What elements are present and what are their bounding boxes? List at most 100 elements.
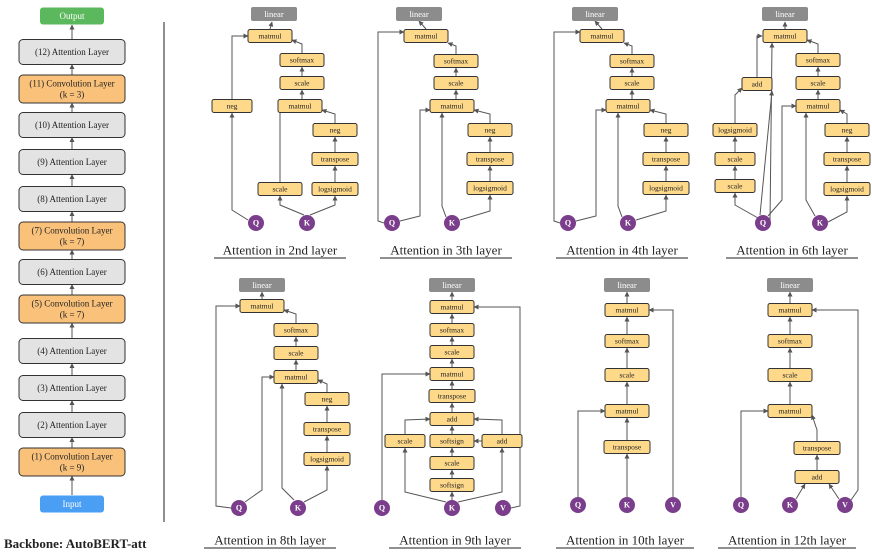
diag-0-transpose-shape <box>311 152 359 166</box>
backbone-layer-2-label-0: (2) Attention Layer <box>37 420 106 430</box>
backbone-layer-12-label-0: (12) Attention Layer <box>35 47 109 57</box>
diag-7-matmul2-label: matmul <box>779 407 802 416</box>
edge-arrow <box>827 195 850 223</box>
diag-5-matmul1: matmul <box>429 300 475 314</box>
diag-0-node-q-label: Q <box>253 219 259 228</box>
diag-3-node-k-circle <box>812 215 828 231</box>
backbone-layer-8: (8) Attention Layer <box>18 186 126 212</box>
diag-0-scale-shape <box>279 76 325 90</box>
diag-2-softmax-label: softmax <box>620 57 644 66</box>
diag-0-softmax: softmax <box>279 53 325 67</box>
input-box: Input <box>40 495 104 513</box>
diag-7-node-k-label: K <box>787 501 794 510</box>
edge-arrow <box>649 108 667 123</box>
edge-arrow <box>215 303 241 509</box>
backbone-layer-11-label-1: (k = 3) <box>60 90 85 100</box>
diag-6-node-q: Q <box>570 497 586 513</box>
diag-4-matmul2-shape <box>273 370 319 384</box>
diag-2-node-q-circle <box>560 215 576 231</box>
diag-7-linear: linear <box>767 278 813 292</box>
diag-3-node-q-circle <box>755 215 771 231</box>
diag-5-softmax: softmax <box>429 323 475 337</box>
diag-2-node-k-circle <box>620 215 636 231</box>
diag-4-logsigmoid: logsigmoid <box>303 452 351 466</box>
diag-2-node-k: K <box>620 215 636 231</box>
diag-5-linear-shape <box>429 278 475 292</box>
diag-0-neg1-label: neg <box>227 102 238 111</box>
diag-7-matmul2-shape <box>767 404 813 418</box>
diag-0-matmul1-shape <box>247 29 293 43</box>
backbone-layer-10-shape <box>18 112 126 138</box>
diag-4-linear: linear <box>239 278 285 292</box>
backbone-layer-3: (3) Attention Layer <box>18 375 126 401</box>
diag-5-linear-label: linear <box>442 280 462 290</box>
edge-arrow <box>473 108 491 123</box>
edge-arrow <box>321 108 336 123</box>
diag-2-neg-shape <box>643 123 689 137</box>
diag-3-add-shape <box>741 77 773 91</box>
diag-7-caption: Attention in 12th layer <box>728 533 847 548</box>
edge-arrow <box>402 447 447 503</box>
diag-0-neg2-label: neg <box>330 126 341 135</box>
diag-4-matmul2: matmul <box>273 370 319 384</box>
diag-6-node-k: K <box>619 497 635 513</box>
backbone-layer-9-label-0: (9) Attention Layer <box>37 157 106 167</box>
diag-5-matmul2-shape <box>429 367 475 381</box>
diag-5-matmul1-shape <box>429 300 475 314</box>
diag-7-transpose-shape <box>793 441 841 455</box>
backbone-layer-6-label-0: (6) Attention Layer <box>37 267 106 277</box>
backbone-layer-5-label-0: (5) Convolution Layer <box>32 299 113 309</box>
backbone-layer-8-shape <box>18 186 126 212</box>
edge-arrow <box>575 107 607 222</box>
diag-3-scale-l1-shape <box>714 152 756 166</box>
diag-3-logsigmoid: logsigmoid <box>823 182 871 196</box>
diag-0-transpose-label: transpose <box>321 155 350 164</box>
diag-3-neg-label: neg <box>842 126 853 135</box>
diag-0-node-k-circle <box>299 215 315 231</box>
edge-arrow <box>459 194 493 221</box>
diag-5-add-r: add <box>481 434 523 448</box>
diag-7-node-q: Q <box>733 497 749 513</box>
diag-7-matmul2: matmul <box>767 404 813 418</box>
diag-5-scale2-shape <box>429 456 475 470</box>
backbone-layer-6: (6) Attention Layer <box>18 259 126 285</box>
diag-6-node-v: V <box>665 497 681 513</box>
diag-5-scale2: scale <box>429 456 475 470</box>
diag-3-transpose-shape <box>823 152 871 166</box>
diag-1-matmul2: matmul <box>429 99 475 113</box>
diag-3-neg-shape <box>824 123 870 137</box>
diag-5-softsign1: softsign <box>429 434 475 448</box>
diag-6-scale: scale <box>604 368 650 382</box>
diag-4-matmul1: matmul <box>239 299 285 313</box>
diag-6-scale-label: scale <box>620 371 636 380</box>
diag-3-logsigmoid-l-label: logsigmoid <box>718 126 752 135</box>
diag-0-linear-label: linear <box>264 9 284 19</box>
edge-arrow <box>577 408 606 497</box>
edge-arrow <box>399 107 431 222</box>
diag-0-logsigmoid-shape <box>311 182 359 196</box>
diag-7-node-q-label: Q <box>738 501 744 510</box>
diag-7-linear-shape <box>767 278 813 292</box>
diag-7-transpose-label: transpose <box>803 444 832 453</box>
diag-4-scale: scale <box>273 346 319 360</box>
edge-arrow <box>769 42 775 223</box>
diag-2-logsigmoid-shape <box>642 181 690 195</box>
diag-0-matmul2: matmul <box>277 99 323 113</box>
diag-5-scale-label: scale <box>445 348 461 357</box>
diag-4-transpose-shape <box>303 422 351 436</box>
edge-arrow <box>615 112 623 218</box>
backbone-layer-12: (12) Attention Layer <box>18 39 126 65</box>
edge-arrow <box>303 465 330 503</box>
diag-1-caption: Attention in 3th layer <box>390 243 502 258</box>
diag-3-scale-l1: scale <box>714 152 756 166</box>
backbone-layer-2-shape <box>18 412 126 438</box>
diag-5-node-k-label: K <box>449 504 456 513</box>
diag-5-scale: scale <box>429 345 475 359</box>
diag-1-transpose-label: transpose <box>476 155 505 164</box>
backbone-layer-8-label-0: (8) Attention Layer <box>37 194 106 204</box>
diag-0-caption: Attention in 2nd layer <box>223 243 338 258</box>
diag-6-node-k-label: K <box>624 501 631 510</box>
diag-6-node-q-label: Q <box>575 501 581 510</box>
diag-3-scale: scale <box>795 76 841 90</box>
